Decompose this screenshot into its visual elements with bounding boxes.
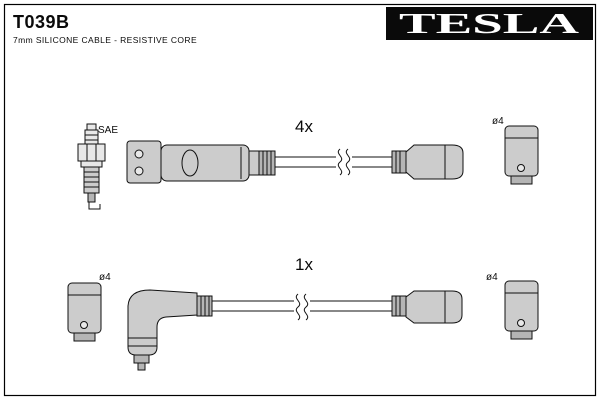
page-border (3, 3, 597, 397)
brand-text: TESLA (399, 9, 581, 40)
plug-end-boot (391, 290, 463, 324)
angled-boot (127, 289, 213, 371)
quantity-label-top: 4x (295, 117, 313, 136)
quantity-label-bottom: 1x (295, 255, 313, 274)
diameter-label-bottom-left: ø4 (99, 272, 111, 283)
coil-end-connector (126, 140, 276, 184)
cable-line (275, 148, 392, 176)
tesla-logo: TESLA (386, 7, 593, 40)
bottom-cable-assembly (127, 289, 463, 371)
diameter-label-top-right: ø4 (492, 116, 504, 127)
sae-label: SAE (98, 125, 118, 136)
cable-spec-subtitle: 7mm SILICONE CABLE - RESISTIVE CORE (13, 35, 197, 45)
part-number: T039B (13, 12, 70, 32)
plug-end-boot (391, 144, 464, 180)
diameter-label-bottom-right: ø4 (486, 272, 498, 283)
spark-plug-icon (77, 123, 106, 210)
cable-break-icon (337, 148, 351, 176)
cable-line (212, 293, 392, 321)
top-cable-assembly (126, 140, 464, 184)
cable-break-icon (295, 293, 309, 321)
end-cap-bottom-left (67, 282, 102, 342)
logo-background (386, 7, 593, 40)
end-cap-bottom-right (504, 280, 539, 340)
end-cap-top-right (504, 125, 539, 185)
